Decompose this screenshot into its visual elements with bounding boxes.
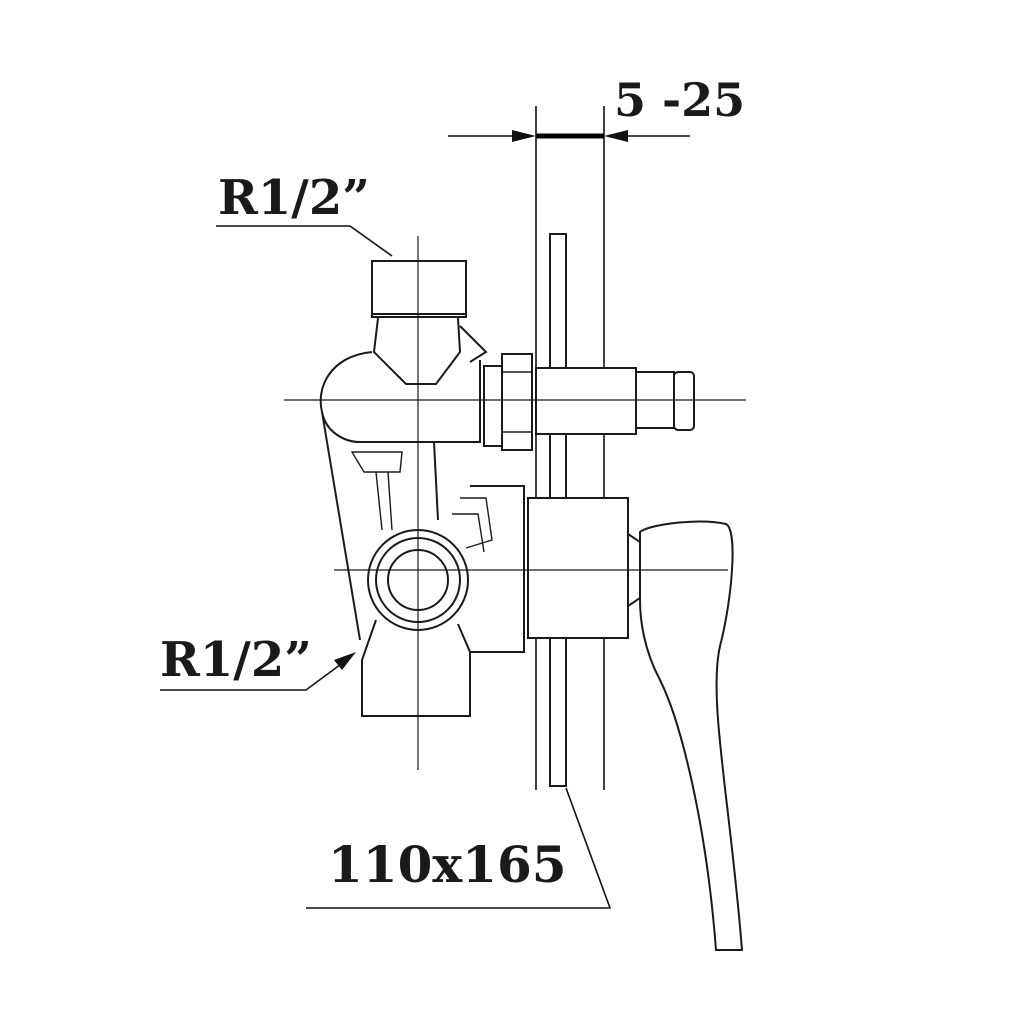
internal-passage-2 xyxy=(387,471,393,531)
thread-label-top: R1/2” xyxy=(218,170,370,226)
bottom-thread-callout: R1/2” xyxy=(160,632,356,691)
spindle-cap xyxy=(673,371,695,431)
leader-line-bottom xyxy=(160,655,353,691)
upper-spindle xyxy=(535,367,695,435)
internal-wall xyxy=(433,441,439,521)
internal-seat xyxy=(350,451,403,473)
bottom-connector xyxy=(361,619,471,717)
internal-passage-1 xyxy=(375,471,383,531)
body-side-line xyxy=(321,411,361,641)
diverter-housing xyxy=(470,485,525,653)
top-thread-callout: R1/2” xyxy=(216,170,393,257)
top-connector-neck xyxy=(372,317,462,385)
leader-line-top xyxy=(216,225,393,257)
diverter-lever-inner-2 xyxy=(452,513,485,553)
depth-dimension: 5 -25 xyxy=(448,73,745,790)
leader-line-plate xyxy=(306,787,612,909)
arrow-up-icon xyxy=(334,652,356,670)
spindle-sleeve xyxy=(535,367,637,435)
side-nut-outer xyxy=(501,353,533,451)
top-connector xyxy=(371,260,467,318)
thread-label-bottom: R1/2” xyxy=(160,632,312,688)
side-nut xyxy=(483,365,503,447)
centre-lines xyxy=(284,236,746,770)
top-connector-flange xyxy=(459,325,488,363)
lever-handle xyxy=(639,520,744,951)
lever-assembly xyxy=(527,497,744,951)
mixer-body xyxy=(319,351,481,443)
plate-size-label: 110x165 xyxy=(328,835,567,894)
arrow-right-icon xyxy=(512,130,536,142)
cartridge-sleeve xyxy=(527,497,629,639)
plate-size-callout: 110x165 xyxy=(306,787,612,909)
diverter-lever-inner xyxy=(460,497,493,549)
valve-body xyxy=(319,260,533,717)
depth-range-label: 5 -25 xyxy=(614,73,745,127)
